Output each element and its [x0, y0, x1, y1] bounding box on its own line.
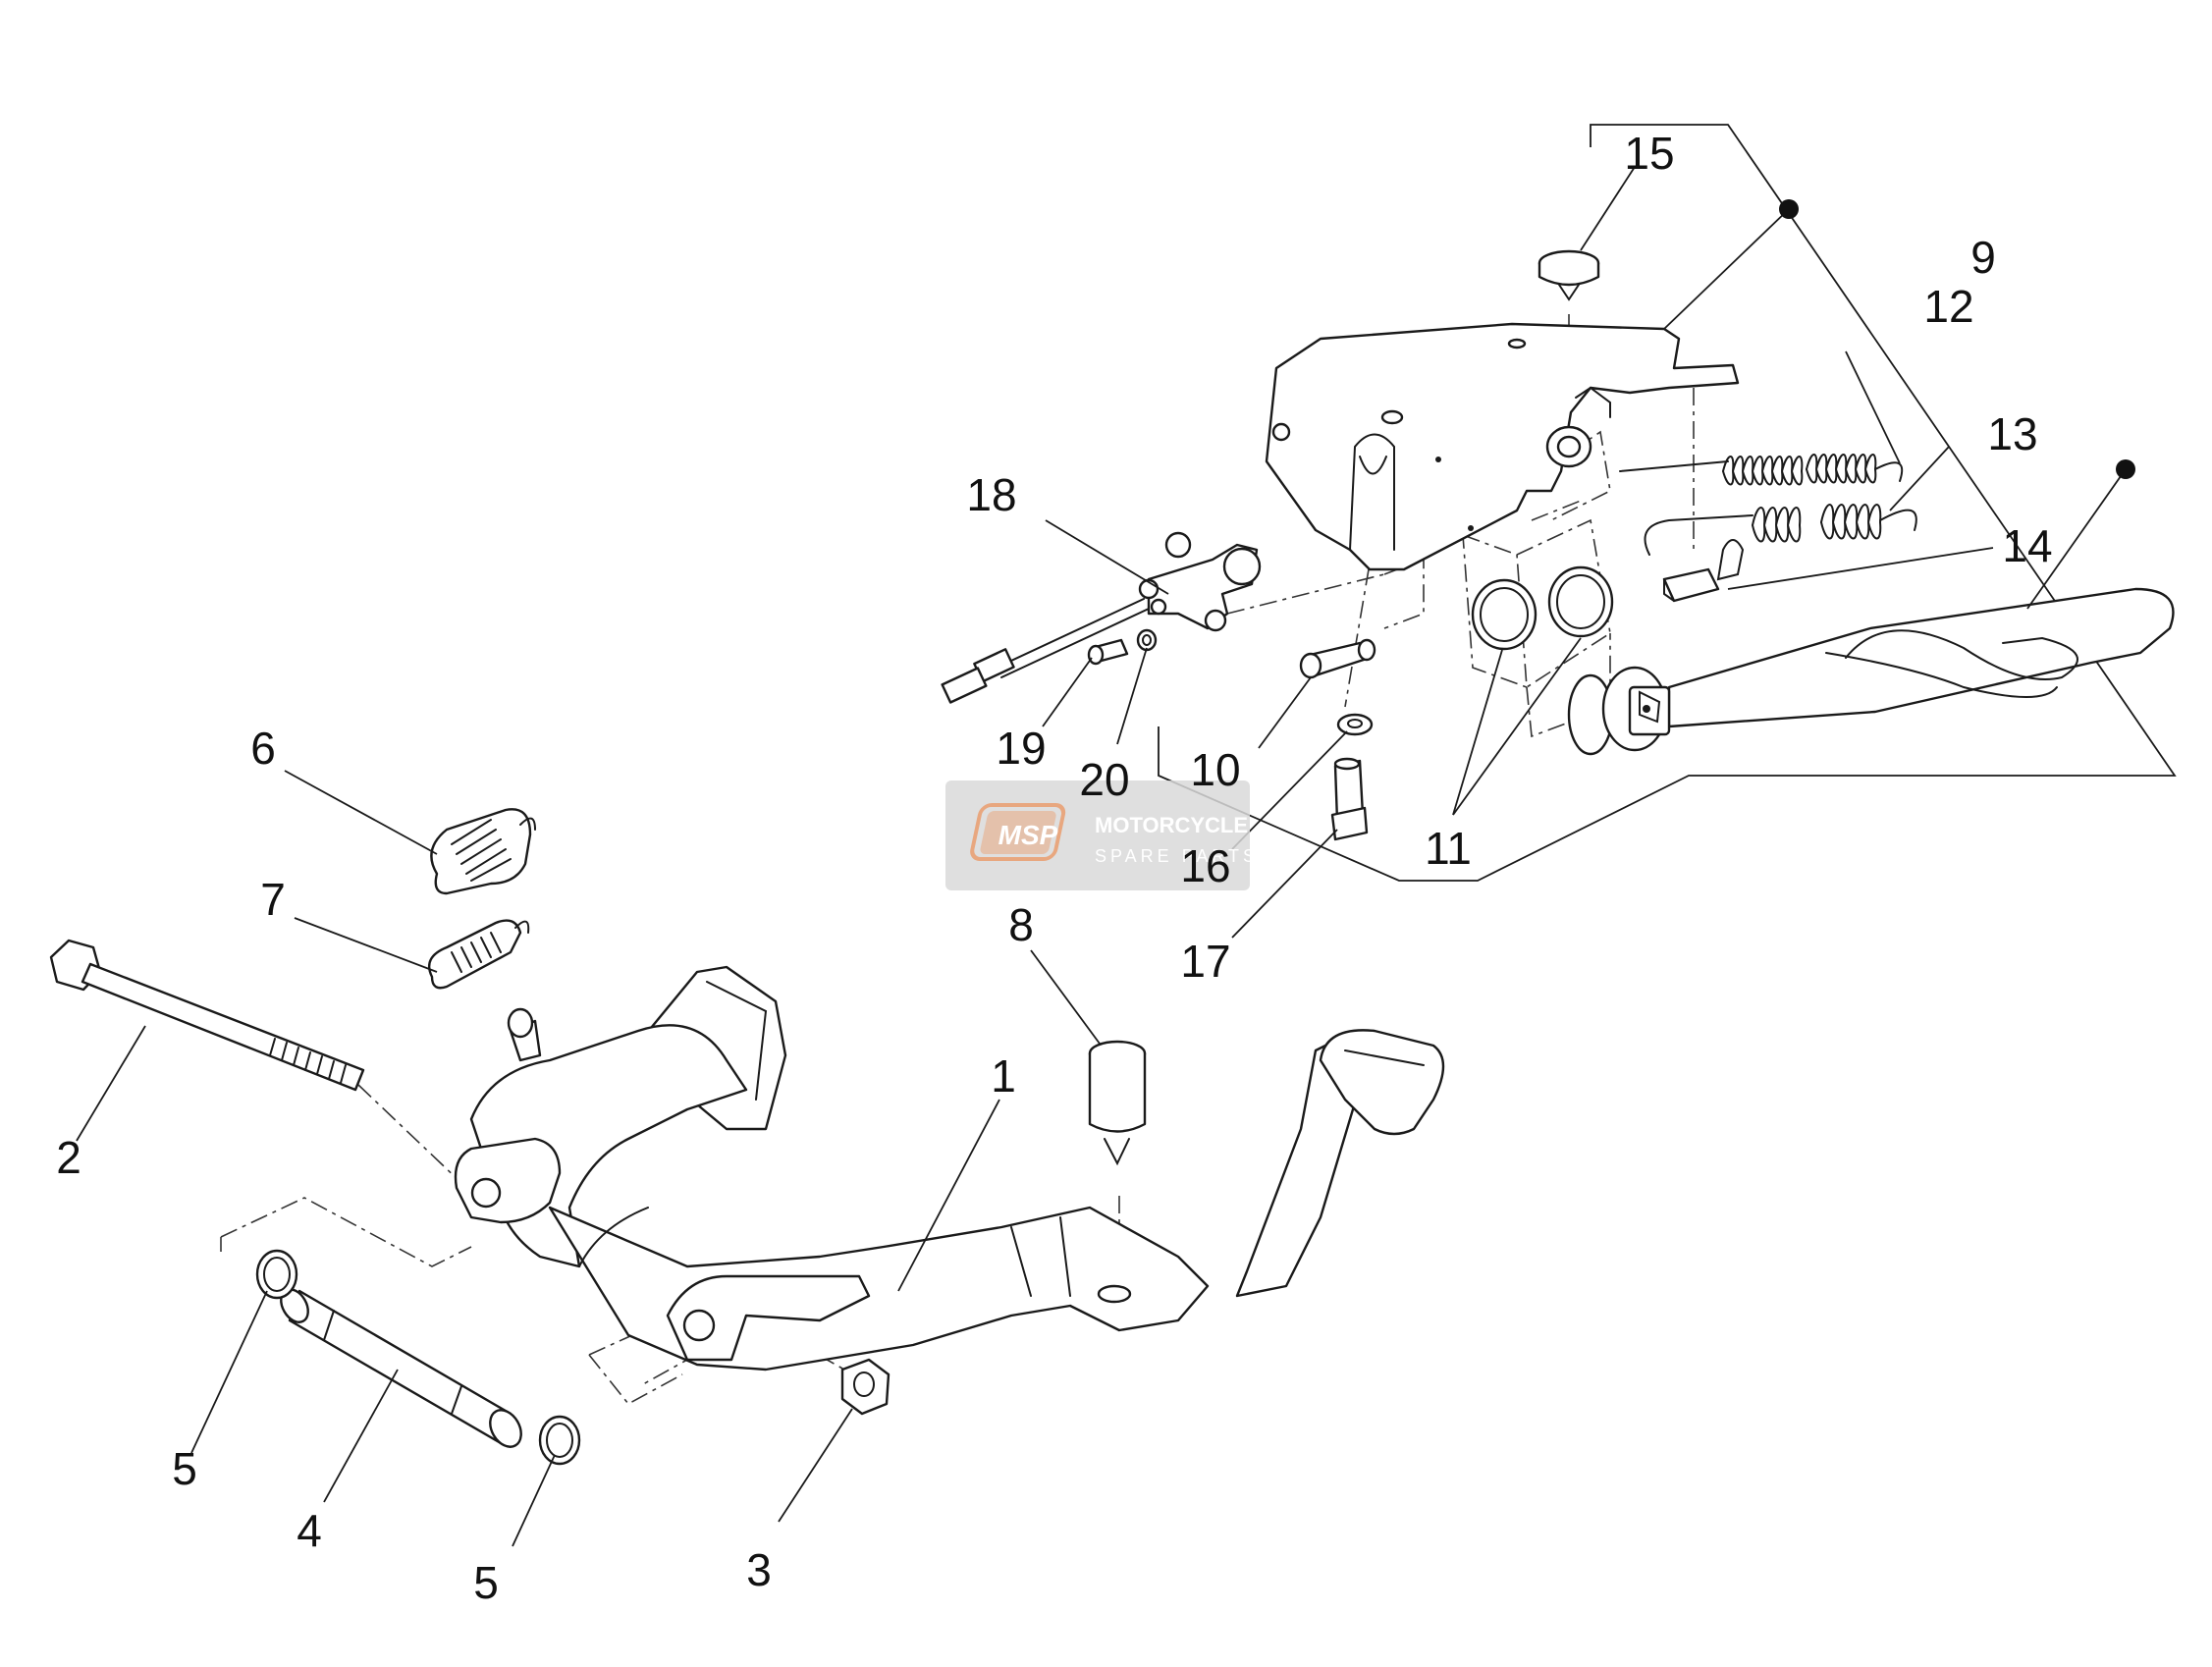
callout-19: 19 — [996, 723, 1046, 774]
callout-3: 3 — [746, 1544, 772, 1595]
watermark-line2: SPARE PARTS — [1095, 846, 1259, 866]
o-rings-11 — [1471, 565, 1614, 651]
callout-6: 6 — [250, 723, 276, 774]
side-stand-leg — [1567, 587, 2175, 756]
rubber-foot-8 — [1088, 1040, 1147, 1166]
callout-16: 16 — [1180, 840, 1230, 891]
callout-8: 8 — [1008, 899, 1034, 950]
spring-7 — [427, 919, 530, 990]
watermark-line1: MOTORCYCLE — [1095, 813, 1248, 837]
watermark-logo — [970, 803, 1066, 861]
bolt-17 — [1330, 757, 1369, 841]
callout-4: 4 — [297, 1505, 322, 1556]
spring-12 — [1619, 454, 1904, 486]
rubber-stop-15 — [1538, 249, 1600, 301]
pin-10 — [1299, 638, 1376, 679]
callout-12: 12 — [1923, 281, 1973, 332]
callout-18: 18 — [966, 469, 1016, 520]
shaft-4 — [280, 1288, 522, 1448]
callout-5a: 5 — [172, 1443, 197, 1494]
nut-3 — [840, 1358, 890, 1416]
kit-marker-dot — [1779, 199, 1799, 219]
screw-19 — [1087, 638, 1129, 666]
callout-13: 13 — [1987, 408, 2037, 459]
callout-11: 11 — [1425, 823, 1472, 874]
side-stand-bracket — [1265, 322, 1740, 571]
circlip-5b — [538, 1415, 581, 1466]
leader-lines — [76, 166, 2127, 1547]
callout-10: 10 — [1190, 744, 1240, 795]
kit-marker-dot — [2116, 459, 2135, 479]
callout-2: 2 — [56, 1132, 81, 1183]
washer-16 — [1336, 713, 1374, 736]
watermark: MSP MOTORCYCLE SPARE PARTS — [945, 780, 1259, 890]
callout-labels: 1 2 3 4 5 5 6 7 8 9 10 11 12 13 14 15 16… — [56, 128, 2052, 1608]
spring-13 — [1644, 504, 1917, 556]
callout-14: 14 — [2002, 520, 2052, 571]
bumper-14 — [1662, 539, 1745, 603]
callout-17: 17 — [1180, 936, 1230, 987]
spring-6 — [430, 808, 536, 895]
watermark-panel — [945, 780, 1250, 890]
callout-15: 15 — [1624, 128, 1674, 179]
bolt-2 — [49, 939, 365, 1092]
callout-20: 20 — [1079, 754, 1129, 805]
callout-1: 1 — [991, 1050, 1016, 1102]
circlip-5a — [255, 1249, 298, 1300]
watermark-logo-text: MSP — [998, 820, 1058, 850]
side-stand-switch-18 — [941, 531, 1262, 704]
callout-5b: 5 — [473, 1557, 499, 1608]
center-stand-1 — [454, 965, 1445, 1371]
callout-9: 9 — [1970, 232, 1996, 283]
callout-7: 7 — [260, 874, 286, 925]
washer-20 — [1136, 628, 1158, 652]
